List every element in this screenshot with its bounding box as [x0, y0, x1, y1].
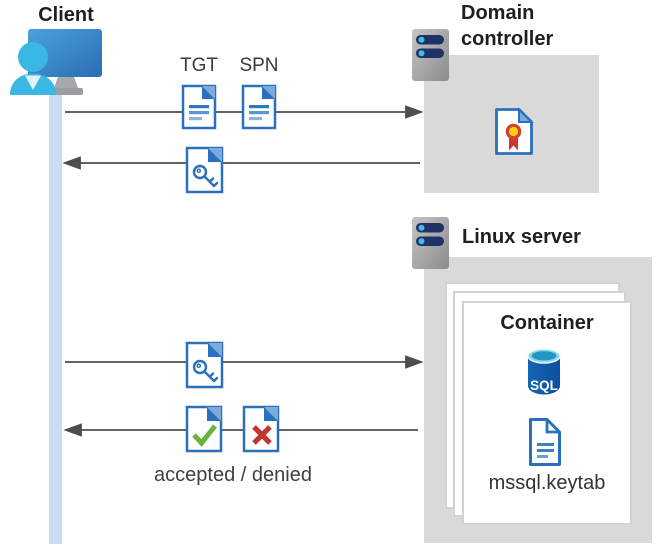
- monitor-base: [49, 88, 83, 95]
- client-node-label: Client: [38, 4, 94, 26]
- monitor-stand: [54, 77, 78, 88]
- container-page-front: [462, 301, 632, 525]
- accepted-denied-label: accepted / denied: [154, 464, 312, 486]
- check-icon: [192, 424, 217, 447]
- spn-artifact-label: SPN: [239, 55, 279, 76]
- person-icon: [10, 42, 56, 95]
- arrow-domain-controller-to-client: [62, 156, 420, 170]
- spn-document-icon: [241, 84, 277, 130]
- client-lifeline: [49, 92, 62, 544]
- container-node-label: Container: [500, 312, 594, 334]
- user-workstation-icon: [10, 29, 102, 95]
- monitor-icon: [28, 29, 102, 77]
- keytab-file-label: mssql.keytab: [488, 472, 606, 494]
- linux-server-icon: [412, 217, 449, 269]
- arrow-client-to-container: [65, 355, 424, 369]
- x-document-icon: [242, 405, 280, 453]
- linux-server-node-label: Linux server: [462, 226, 581, 248]
- key-glyph: [192, 164, 219, 188]
- domain-controller-server-icon: [412, 29, 449, 81]
- domain-controller-label-line1: Domain: [461, 2, 535, 24]
- tgt-document-icon: [181, 84, 217, 130]
- certificate-document-icon: [495, 107, 534, 155]
- key-document-icon: [185, 146, 224, 194]
- domain-controller-label-line2: controller: [461, 28, 554, 50]
- sql-badge-text: SQL: [530, 378, 558, 393]
- key-glyph: [192, 359, 219, 383]
- domain-controller-node-label: Domain controller: [461, 0, 651, 52]
- key-document-icon: [185, 341, 224, 389]
- keytab-document-icon: [529, 418, 561, 466]
- sql-database-icon: SQL: [527, 348, 561, 395]
- check-document-icon: [185, 405, 223, 453]
- tgt-artifact-label: TGT: [180, 55, 218, 76]
- certificate-ribbon: [509, 137, 518, 151]
